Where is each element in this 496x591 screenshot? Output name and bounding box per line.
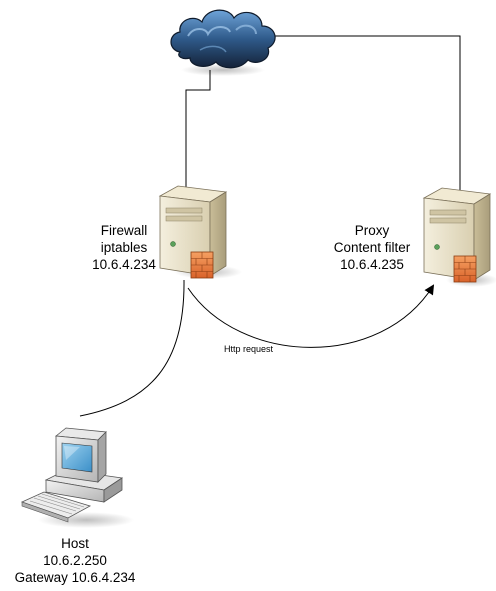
proxy-server-icon [422,187,496,287]
firewall-label: Firewall iptables 10.6.4.234 [74,222,174,273]
http-request-label: Http request [224,344,274,354]
proxy-label-line-2: Content filter [333,240,411,255]
firewall-label-line-1: Firewall [100,223,148,238]
cloud-icon [170,9,276,76]
proxy-label: Proxy Content filter 10.6.4.235 [316,222,428,273]
host-label: Host 10.6.2.250 Gateway 10.6.4.234 [0,535,150,586]
host-firewall-link [79,279,185,417]
firewall-server-icon [158,185,242,279]
proxy-brick-icon [453,255,477,283]
proxy-label-line-3: 10.6.4.235 [340,257,404,272]
connectors [79,35,461,417]
firewall-label-line-2: iptables [100,240,148,255]
firewall-cloud-link [185,70,211,230]
proxy-label-line-1: Proxy [354,223,390,238]
cloud-proxy-link [270,35,461,228]
host-label-line-2: 10.6.2.250 [43,553,107,568]
host-label-line-3: Gateway 10.6.4.234 [14,570,136,585]
firewall-label-line-3: 10.6.4.234 [92,257,156,272]
desktop-computer-icon [20,427,134,528]
http-request-arrow [187,284,435,348]
firewall-brick-icon [190,251,214,279]
host-label-line-1: Host [61,536,89,551]
